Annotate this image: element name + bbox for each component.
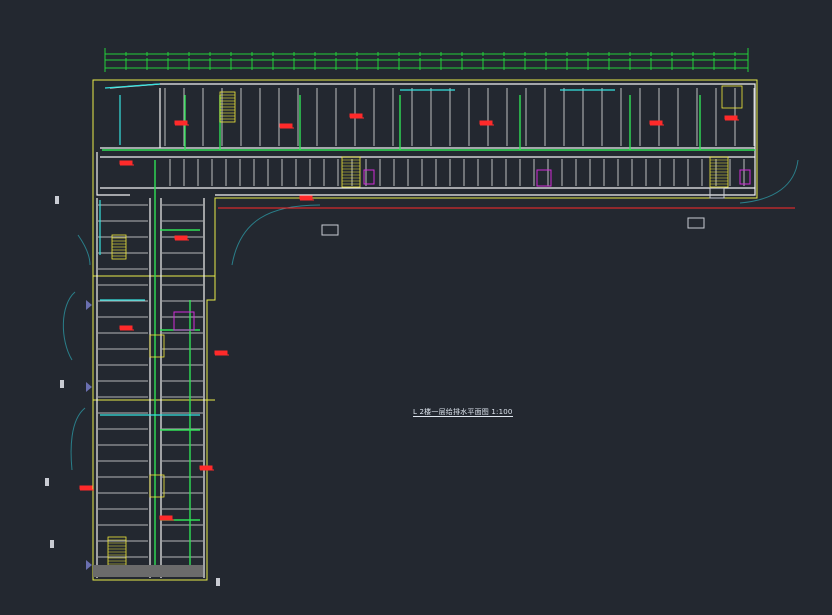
title-underline: [413, 416, 513, 417]
annotation-text-mark: [214, 350, 228, 355]
annotation-text-mark: [349, 113, 363, 118]
outer-markers: [45, 187, 725, 586]
entry-steps: [93, 565, 203, 577]
annotation-text-mark: [119, 325, 133, 330]
top-dimension-ticks: [104, 52, 736, 70]
drawing-title: L 2楼一层给排水平面图 1:100: [413, 407, 513, 417]
site-curves: [62, 159, 799, 471]
annotation-text-mark: [174, 235, 188, 240]
sanitary-fixtures: [173, 169, 751, 331]
entrance-arrows: [86, 300, 92, 570]
stair-treads: [108, 94, 728, 565]
annotation-text-mark: [279, 123, 293, 128]
room-partitions: [98, 88, 755, 574]
annotation-text-mark: [79, 485, 93, 490]
drawing-title-text: L 2楼一层给排水平面图 1:100: [413, 408, 513, 416]
annotation-text-mark: [199, 465, 213, 470]
annotation-text-mark: [724, 115, 738, 120]
building-outline: [92, 79, 758, 581]
annotation-text-mark: [119, 160, 133, 165]
annotation-text-mark: [649, 120, 663, 125]
annotation-text-mark: [159, 515, 173, 520]
annotation-text-mark: [174, 120, 188, 125]
annotation-text-mark: [299, 195, 313, 200]
drain-pipes: [99, 83, 615, 416]
top-dimension-lines: [104, 48, 749, 72]
annotation-text-mark: [479, 120, 493, 125]
red-annotations: [79, 113, 739, 521]
